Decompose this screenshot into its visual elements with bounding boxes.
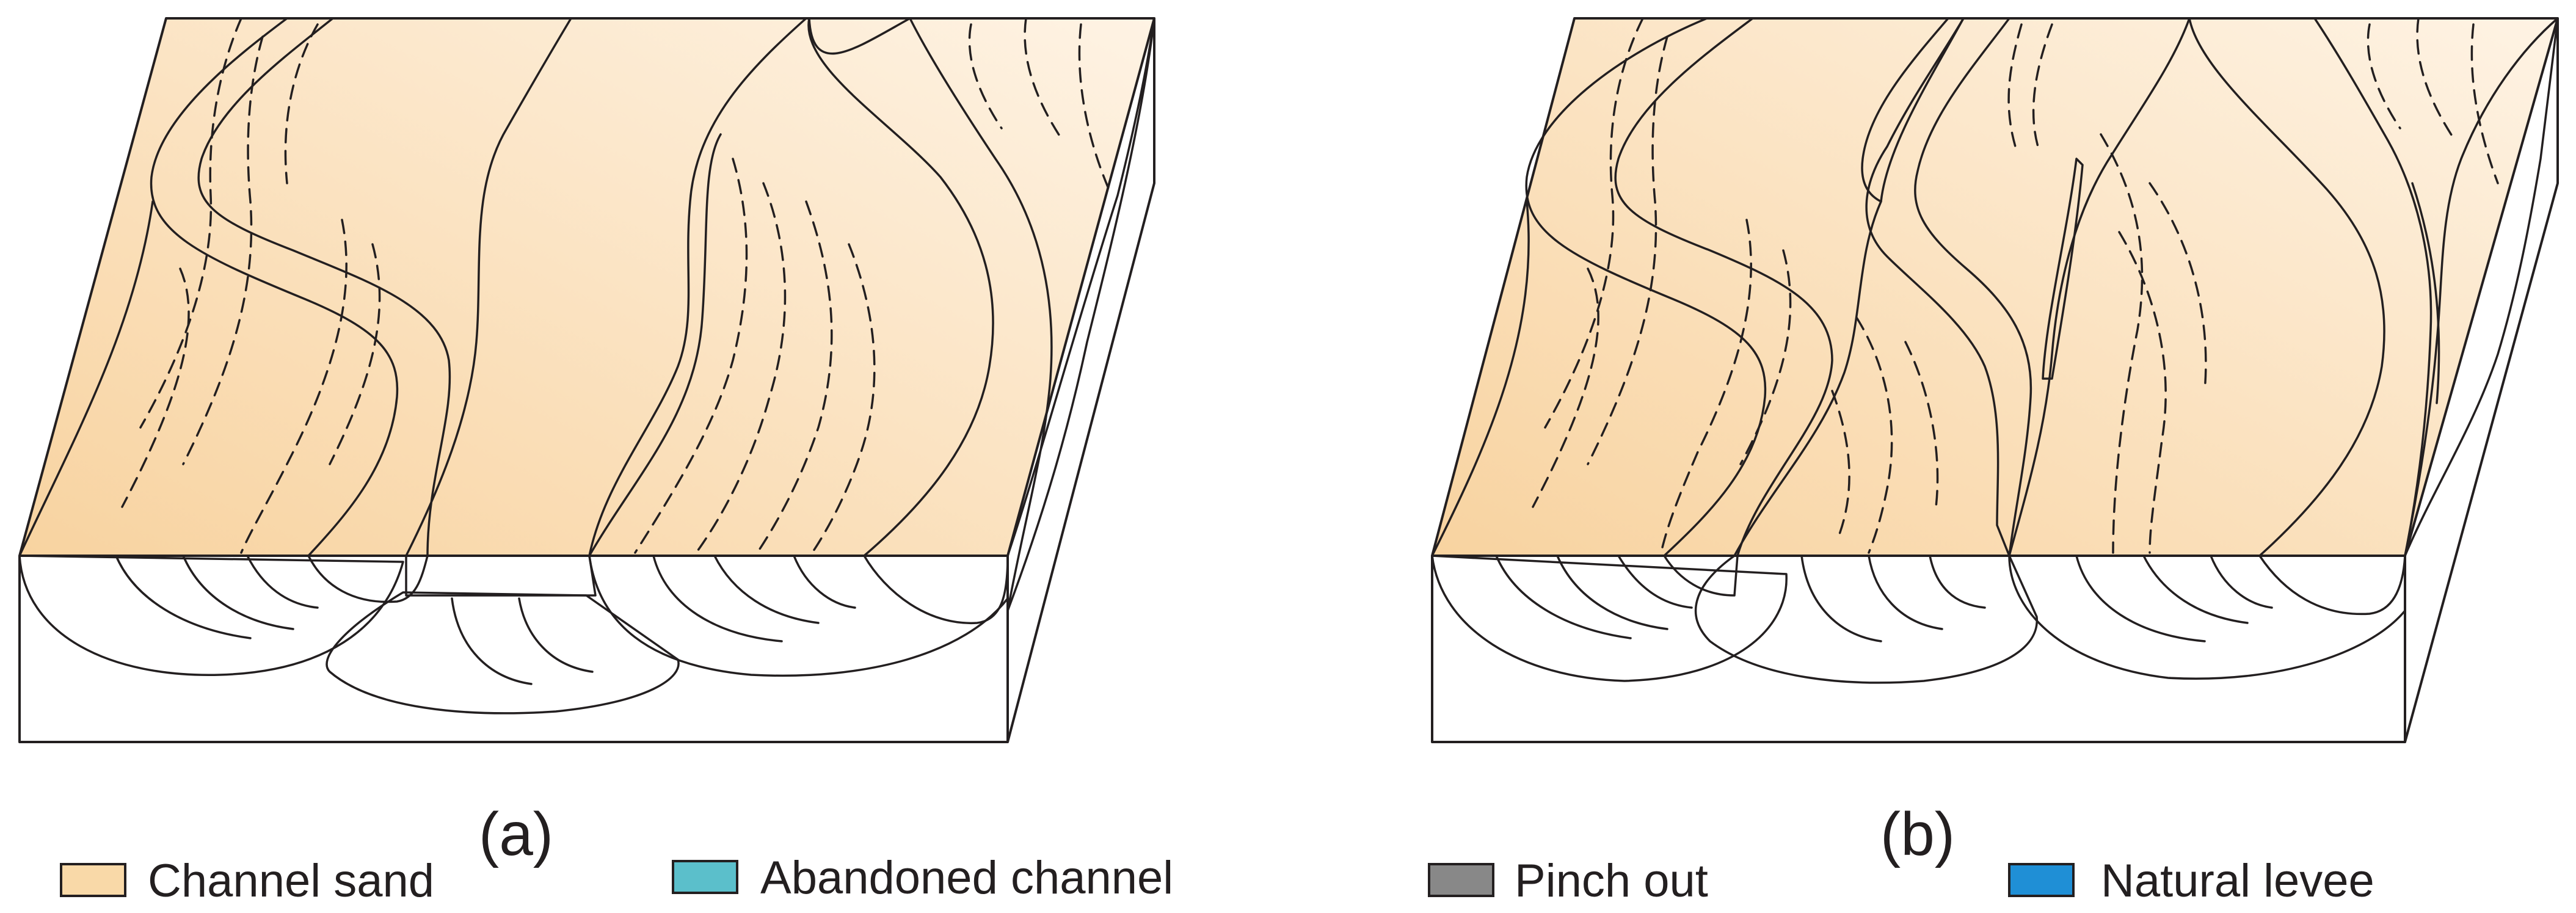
panel-a-front-lobe-1	[18, 555, 404, 676]
panel-a-front-channel-2	[863, 555, 1009, 624]
panel-b-front-lobe-1	[1431, 555, 1788, 682]
legend-swatch-pinch-out	[1428, 863, 1494, 897]
panel-b-lobe-edge-4	[2411, 182, 2440, 404]
legend-label-natural-levee: Natural levee	[2101, 855, 2374, 907]
panel-a-front-channel-1	[307, 555, 429, 603]
panel-b-box-side	[2404, 18, 2559, 743]
panel-b-box-front	[1431, 556, 2406, 743]
panel-b-gap-2	[2042, 158, 2084, 380]
panel-b-front-lobe-3	[2008, 555, 2406, 680]
panel-a-bedding-lines	[115, 555, 856, 685]
panel-b-lobe-edge-2	[1733, 200, 1882, 557]
panel-a-front-lobe-3	[588, 555, 1009, 677]
panel-b-label: (b)	[1880, 800, 1955, 868]
panel-b-gap-1	[1861, 17, 1965, 203]
panel-b-bedding-lines	[1495, 555, 2273, 642]
panel-b-front-lobe-2	[1694, 555, 2038, 684]
panel-a-lobe-edge-1	[18, 200, 154, 557]
panel-a-lobe-edge-2	[588, 133, 722, 557]
panel-a-front-pinch	[405, 555, 597, 597]
panel-b-front-channel-1	[1663, 555, 1739, 597]
panel-a-accretion-lines	[121, 17, 1113, 554]
panel-b-top-surface	[1432, 18, 2558, 556]
panel-a-label: (a)	[479, 800, 553, 868]
panel-b-front-channel-2	[2258, 555, 2406, 616]
panel-b-accretion-lines	[1532, 17, 2499, 554]
legend-label-channel-sand: Channel sand	[148, 855, 434, 907]
legend-swatch-natural-levee	[2008, 863, 2075, 897]
panel-b-lobe-edge-1	[1431, 200, 1530, 557]
legend: Channel sand Abandoned channel Pinch out…	[60, 852, 2374, 907]
panel-a-lobe-edge-3	[808, 17, 911, 55]
panel-b-block-diagram	[1431, 17, 2559, 743]
legend-label-pinch-out: Pinch out	[1515, 855, 1708, 907]
panel-a-box-front	[18, 556, 1009, 743]
panel-b-lobe-edge-3	[2008, 17, 2191, 557]
panel-a-top-surface	[20, 18, 1154, 556]
legend-label-abandoned-channel: Abandoned channel	[760, 852, 1173, 904]
panel-a-front-lobe-2	[326, 591, 680, 715]
legend-swatch-channel-sand	[60, 863, 126, 897]
legend-swatch-abandoned-channel	[672, 860, 738, 894]
panel-a-box-side	[1006, 18, 1155, 743]
panel-a-block-diagram	[18, 17, 1155, 743]
